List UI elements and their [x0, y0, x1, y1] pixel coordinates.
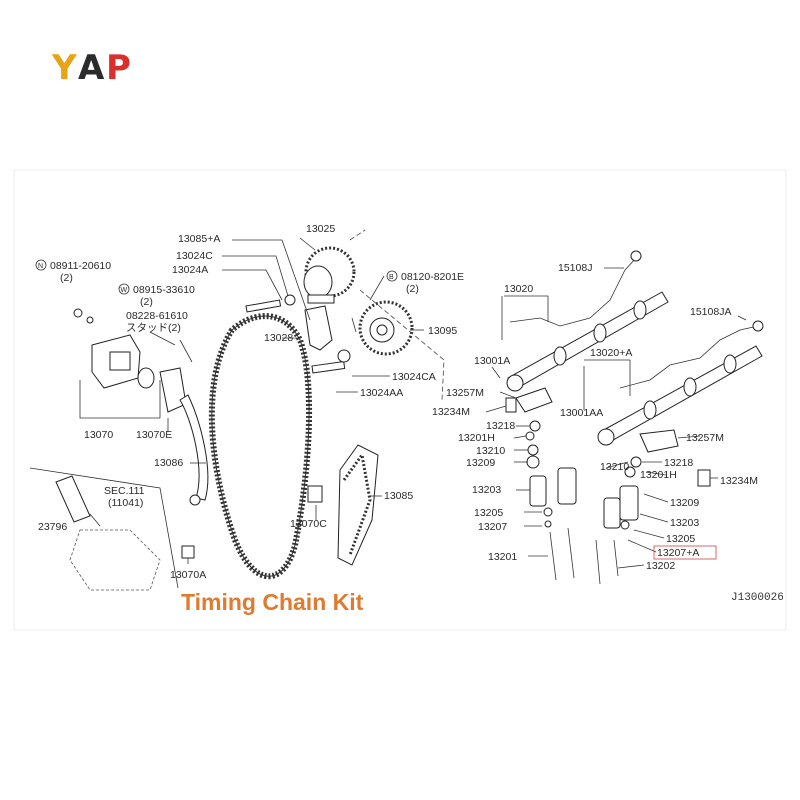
- label-08228: 08228-61610: [126, 310, 188, 322]
- label-13203-left: 13203: [472, 484, 501, 496]
- n-mark-letter: N: [38, 263, 43, 270]
- label-13257m-right: 13257M: [686, 432, 724, 444]
- label-13203-right: 13203: [670, 517, 699, 529]
- label-13070a: 13070A: [170, 569, 206, 581]
- leader-lines-right: [485, 267, 747, 569]
- logo-letter-p: P: [106, 48, 131, 88]
- label-13095: 13095: [428, 325, 457, 337]
- label-15108ja: 15108JA: [690, 306, 731, 318]
- label-13205-left: 13205: [474, 507, 503, 519]
- label-13257m-left: 13257M: [446, 387, 484, 399]
- label-08120-qty: (2): [406, 283, 419, 295]
- b-mark-letter: B: [389, 274, 394, 281]
- label-13207: 13207: [478, 521, 507, 533]
- diagram-frame: [13, 169, 787, 631]
- alignment-line: [359, 289, 445, 401]
- label-13024aa: 13024AA: [360, 387, 403, 399]
- logo-letter-a: A: [78, 48, 104, 88]
- label-sec: SEC.111: [104, 485, 145, 497]
- label-08911-qty: (2): [60, 272, 73, 284]
- diagram-reference: J1300026: [731, 592, 784, 604]
- label-sec-sub: (11041): [108, 497, 143, 509]
- sprocket-13025: [303, 246, 356, 304]
- label-13086: 13086: [154, 457, 183, 469]
- label-13234m-left: 13234M: [432, 406, 470, 418]
- label-23796: 23796: [38, 521, 67, 533]
- n-mark-icon: [35, 259, 47, 271]
- label-13001aa: 13001AA: [560, 407, 603, 419]
- label-15108j: 15108J: [558, 262, 592, 274]
- slack-guide: [179, 394, 209, 501]
- label-13234m-right: 13234M: [720, 475, 758, 487]
- label-08228-qty: スタッド(2): [126, 322, 181, 334]
- label-13201h-left: 13201H: [458, 432, 495, 444]
- label-13209-left: 13209: [466, 457, 495, 469]
- label-13085a: 13085+A: [178, 233, 220, 245]
- label-13070c: 13070C: [290, 518, 327, 530]
- label-13024ca: 13024CA: [392, 371, 436, 383]
- label-13070: 13070: [84, 429, 113, 441]
- camshaft-13020a: [597, 345, 763, 446]
- leader-lines-left: [79, 237, 424, 564]
- label-13210-left: 13210: [476, 445, 505, 457]
- logo-letter-y: Y: [52, 48, 77, 88]
- label-13085: 13085: [384, 490, 413, 502]
- label-13070e: 13070E: [136, 429, 172, 441]
- label-13205-right: 13205: [666, 533, 695, 545]
- valvetrain-parts: [505, 387, 711, 585]
- bracket-13028: [304, 305, 357, 351]
- highlight-box: [653, 545, 717, 560]
- label-13028: 13028: [264, 332, 293, 344]
- camshaft-13020: [506, 291, 669, 392]
- brand-logo: Y A P: [52, 48, 142, 88]
- label-08120: 08120-8201E: [401, 271, 464, 283]
- oil-tubes: [509, 250, 764, 389]
- label-08915: 08915-33610: [133, 284, 195, 296]
- w-mark-icon: [118, 283, 130, 295]
- label-13218-left: 13218: [486, 420, 515, 432]
- alignment-line: [349, 229, 366, 241]
- label-08911: 08911-20610: [50, 260, 111, 272]
- label-08915-qty: (2): [140, 296, 153, 308]
- label-13209-right: 13209: [670, 497, 699, 509]
- label-13024c: 13024C: [176, 250, 213, 262]
- label-13025: 13025: [306, 223, 335, 235]
- w-mark-letter: W: [121, 287, 128, 294]
- label-13207a: 13207+A: [657, 547, 699, 559]
- label-13201h-right: 13201H: [640, 469, 677, 481]
- tension-guide: [337, 444, 379, 566]
- caption-title: Timing Chain Kit: [181, 589, 364, 615]
- sprocket-13095: [358, 300, 414, 356]
- label-13001a: 13001A: [474, 355, 510, 367]
- bolts-left: [181, 294, 351, 559]
- label-13024a: 13024A: [172, 264, 208, 276]
- b-mark-icon: [386, 270, 398, 282]
- section-inset: [29, 467, 179, 591]
- label-13202: 13202: [646, 560, 675, 572]
- label-13020a: 13020+A: [590, 347, 632, 359]
- label-13020: 13020: [504, 283, 533, 295]
- timing-chain: [208, 313, 313, 580]
- label-13201: 13201: [488, 551, 517, 563]
- tensioner-assembly: [73, 308, 193, 413]
- label-13218-right: 13218: [664, 457, 693, 469]
- label-13210-right: 13210: [600, 461, 629, 473]
